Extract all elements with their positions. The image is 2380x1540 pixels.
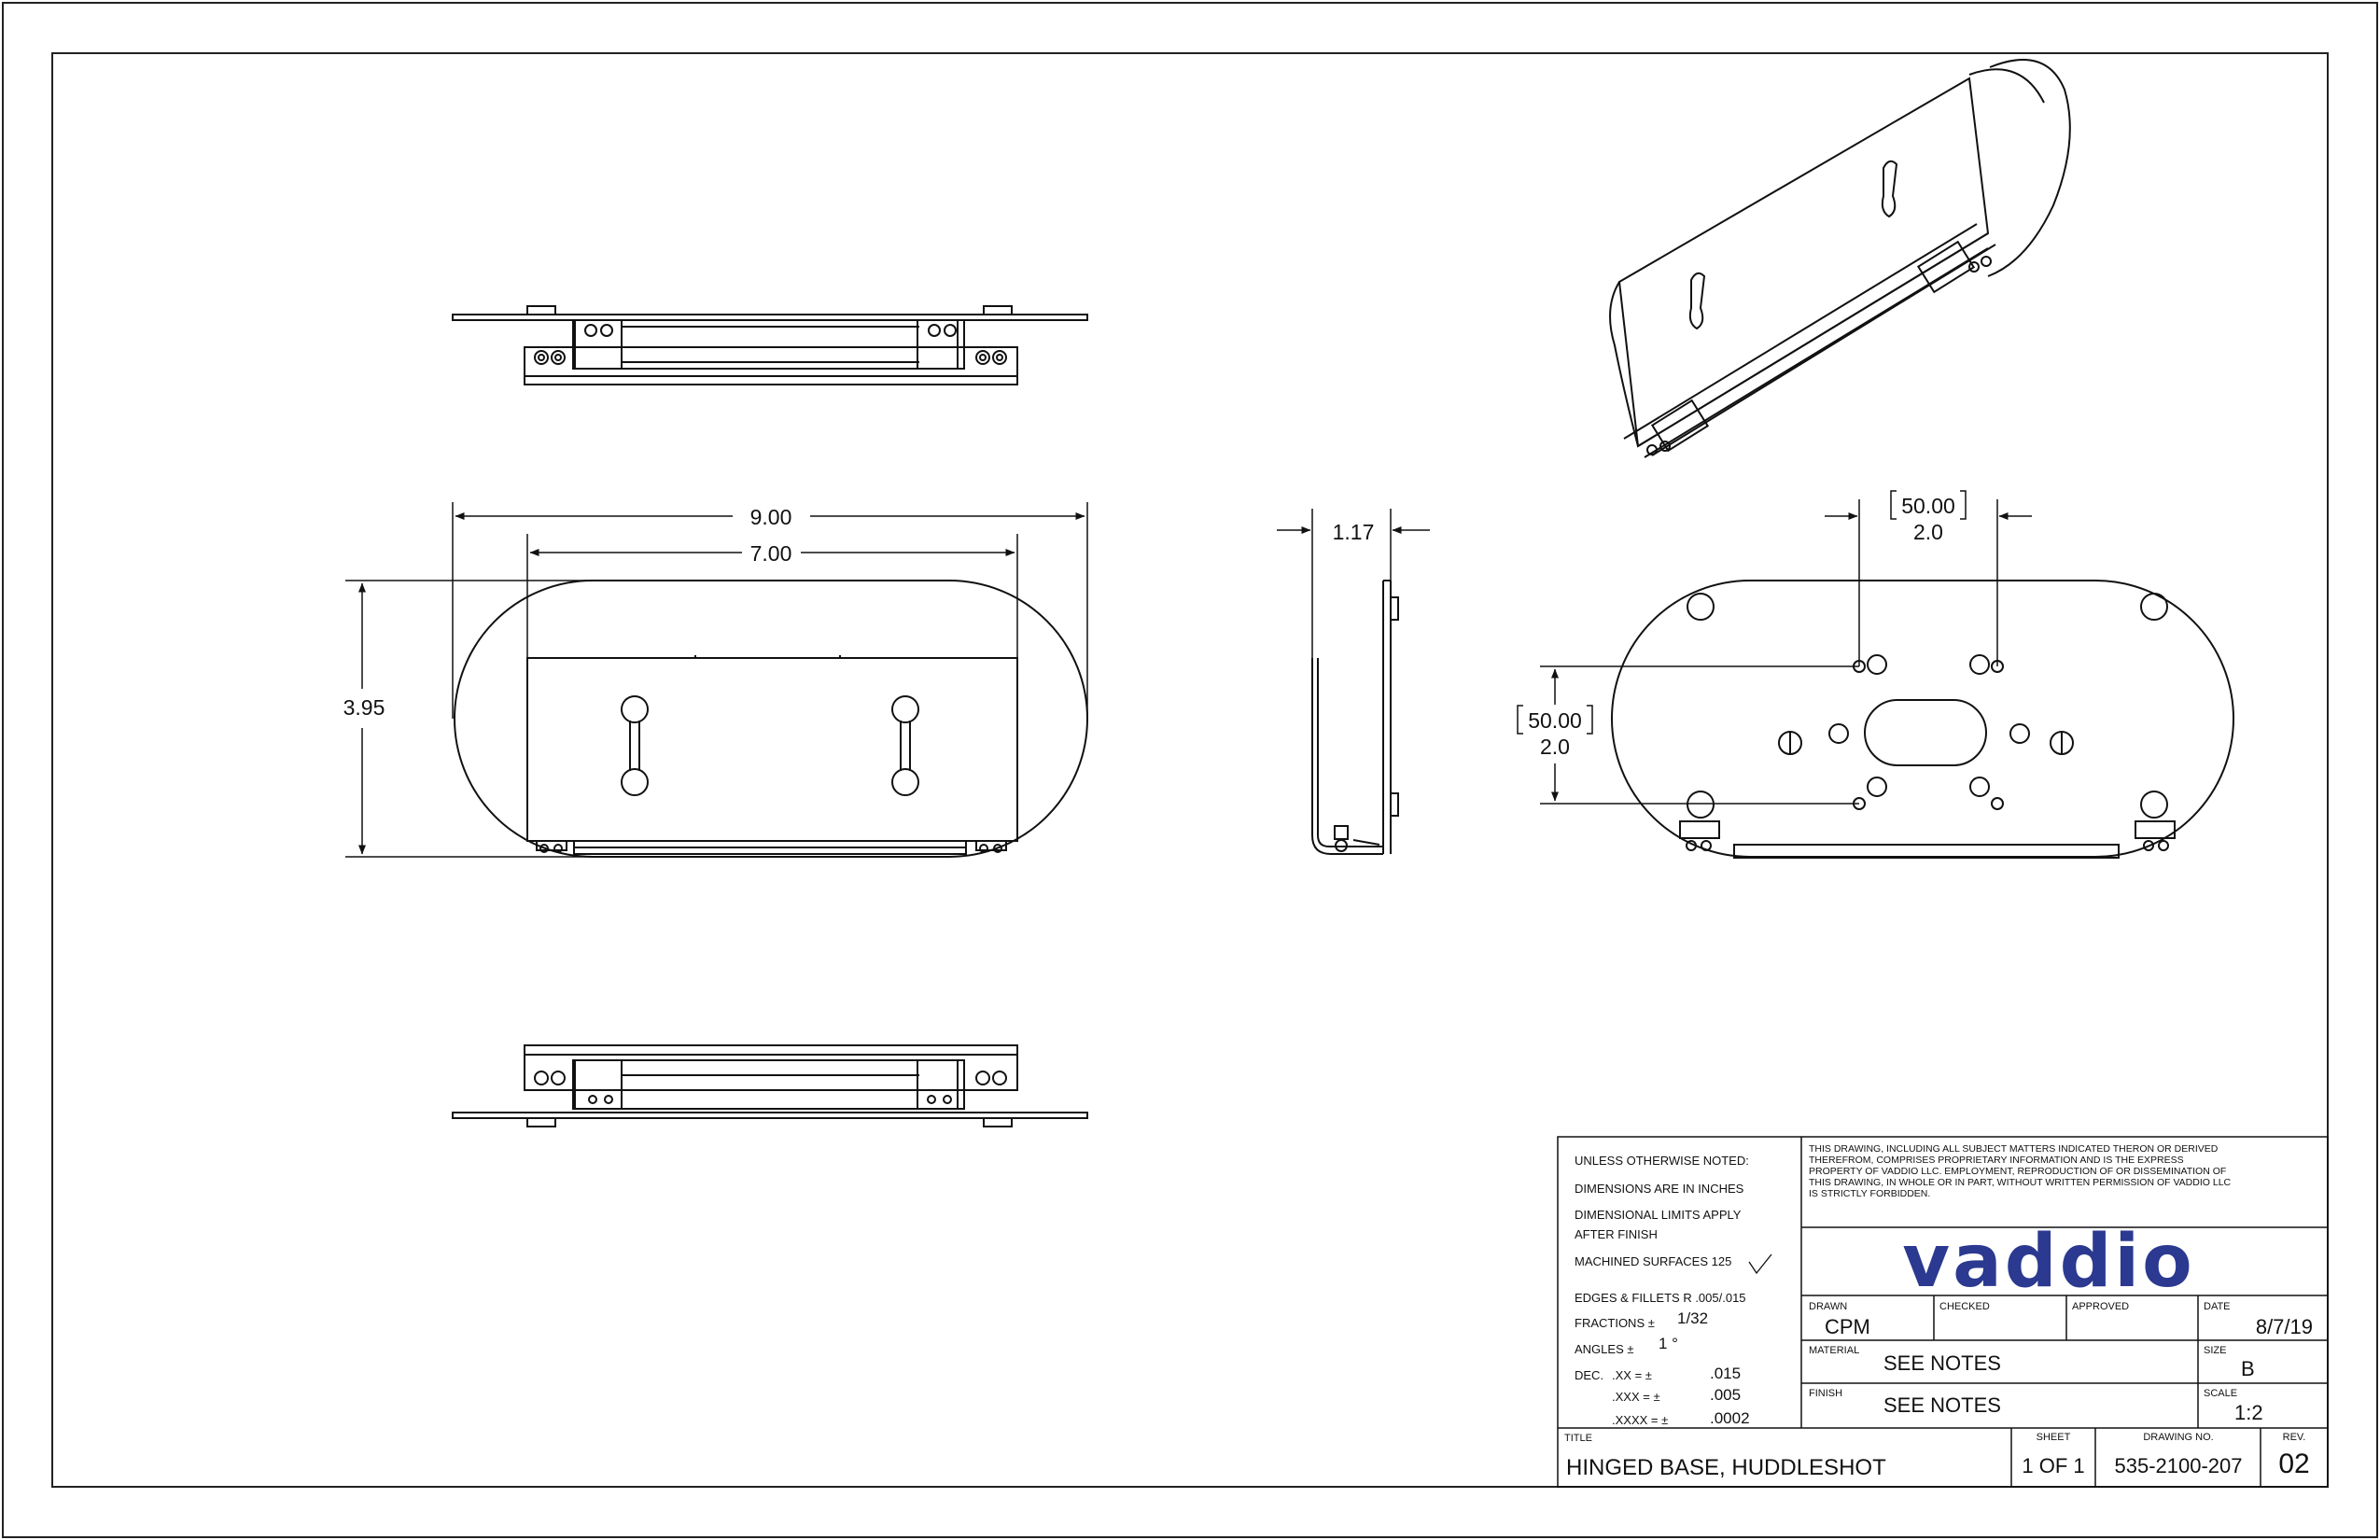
dim-height: 3.95: [343, 695, 385, 720]
checked-label: CHECKED: [1939, 1301, 1990, 1312]
size-label: SIZE: [2204, 1345, 2226, 1356]
note-edges: EDGES & FILLETS R .005/.015: [1575, 1291, 1746, 1305]
note-dec-xxx-value: .005: [1710, 1386, 1741, 1404]
note-fractions-value: 1/32: [1677, 1309, 1708, 1327]
sheet-label: SHEET: [2037, 1432, 2071, 1443]
note-machined: MACHINED SURFACES 125: [1575, 1254, 1731, 1268]
general-notes: UNLESS OTHERWISE NOTED: DIMENSIONS ARE I…: [1575, 1154, 1772, 1427]
side-view: [1311, 580, 1399, 855]
note-dec-xxxx-label: .XXXX = ±: [1612, 1413, 1668, 1427]
rear-dim-vertical-in: 2.0: [1540, 735, 1570, 759]
rear-dim-vertical-label: 50.00 2.0: [1517, 705, 1593, 759]
note-dec-xxx-label: .XXX = ±: [1612, 1390, 1660, 1404]
scale-label: SCALE: [2204, 1388, 2237, 1399]
side-view-dimensions: [1277, 509, 1430, 658]
front-view: [454, 580, 1088, 858]
proprietary-notice: THIS DRAWING, INCLUDING ALL SUBJECT MATT…: [1809, 1143, 2232, 1199]
note-limits-2: AFTER FINISH: [1575, 1227, 1658, 1241]
date-value: 8/7/19: [2256, 1315, 2313, 1338]
top-view: [452, 305, 1088, 385]
material-label: MATERIAL: [1809, 1345, 1859, 1356]
legal-line-4: THIS DRAWING, IN WHOLE OR IN PART, WITHO…: [1809, 1177, 2232, 1188]
note-angles-label: ANGLES ±: [1575, 1342, 1634, 1356]
legal-line-1: THIS DRAWING, INCLUDING ALL SUBJECT MATT…: [1809, 1143, 2219, 1155]
title-value: HINGED BASE, HUDDLESHOT: [1566, 1455, 1886, 1480]
vaddio-logo-text: vaddio: [1902, 1220, 2194, 1304]
note-fractions-label: FRACTIONS ±: [1575, 1316, 1655, 1330]
drawn-label: DRAWN: [1809, 1301, 1847, 1312]
drawing-frame: [51, 52, 2329, 1488]
rear-dim-horizontal-label: 50.00 2.0: [1890, 490, 1967, 544]
drawn-value: CPM: [1825, 1315, 1870, 1338]
front-view-dimensions: [345, 502, 1088, 858]
scale-value: 1:2: [2234, 1401, 2263, 1424]
legal-line-3: PROPERTY OF VADDIO LLC. EMPLOYMENT, REPR…: [1809, 1166, 2226, 1177]
note-unless-noted: UNLESS OTHERWISE NOTED:: [1575, 1154, 1749, 1168]
rear-dim-horizontal-in: 2.0: [1913, 520, 1943, 544]
note-dec-label: DEC.: [1575, 1368, 1603, 1382]
rev-value: 02: [2278, 1449, 2309, 1479]
vaddio-logo: vaddio: [1902, 1220, 2194, 1304]
drawing-no-label: DRAWING NO.: [2143, 1432, 2213, 1443]
isometric-view: [1609, 59, 2071, 458]
rear-dim-horizontal-mm: 50.00: [1901, 494, 1955, 518]
note-dec-xx-value: .015: [1710, 1365, 1741, 1382]
drawing-no-value: 535-2100-207: [2114, 1454, 2242, 1477]
note-limits-1: DIMENSIONAL LIMITS APPLY: [1575, 1208, 1742, 1222]
rear-view-dimensions: [1540, 499, 2032, 805]
title-block: [1557, 1136, 2329, 1488]
note-units: DIMENSIONS ARE IN INCHES: [1575, 1182, 1744, 1196]
dim-plate-width: 7.00: [750, 541, 792, 566]
date-label: DATE: [2204, 1301, 2231, 1312]
size-value: B: [2241, 1357, 2255, 1380]
legal-line-2: THEREFROM, COMPRISES PROPRIETARY INFORMA…: [1809, 1155, 2184, 1166]
title-label: TITLE: [1564, 1433, 1592, 1444]
finish-label: FINISH: [1809, 1388, 1842, 1399]
rev-label: REV.: [2283, 1432, 2306, 1443]
approved-label: APPROVED: [2072, 1301, 2129, 1312]
legal-line-5: IS STRICTLY FORBIDDEN.: [1809, 1188, 1930, 1199]
note-dec-xxxx-value: .0002: [1710, 1409, 1750, 1427]
rear-dim-vertical-mm: 50.00: [1528, 708, 1582, 733]
material-value: SEE NOTES: [1883, 1351, 2001, 1375]
bottom-view: [452, 1044, 1088, 1127]
dim-overall-width: 9.00: [750, 505, 792, 529]
note-dec-xx-label: .XX = ±: [1612, 1368, 1652, 1382]
surface-finish-symbol: [1748, 1253, 1772, 1275]
rear-view: [1611, 580, 2234, 859]
finish-value: SEE NOTES: [1883, 1393, 2001, 1417]
dim-side-depth: 1.17: [1333, 520, 1375, 544]
sheet-value: 1 OF 1: [2022, 1454, 2084, 1477]
note-angles-value: 1 °: [1659, 1335, 1678, 1352]
